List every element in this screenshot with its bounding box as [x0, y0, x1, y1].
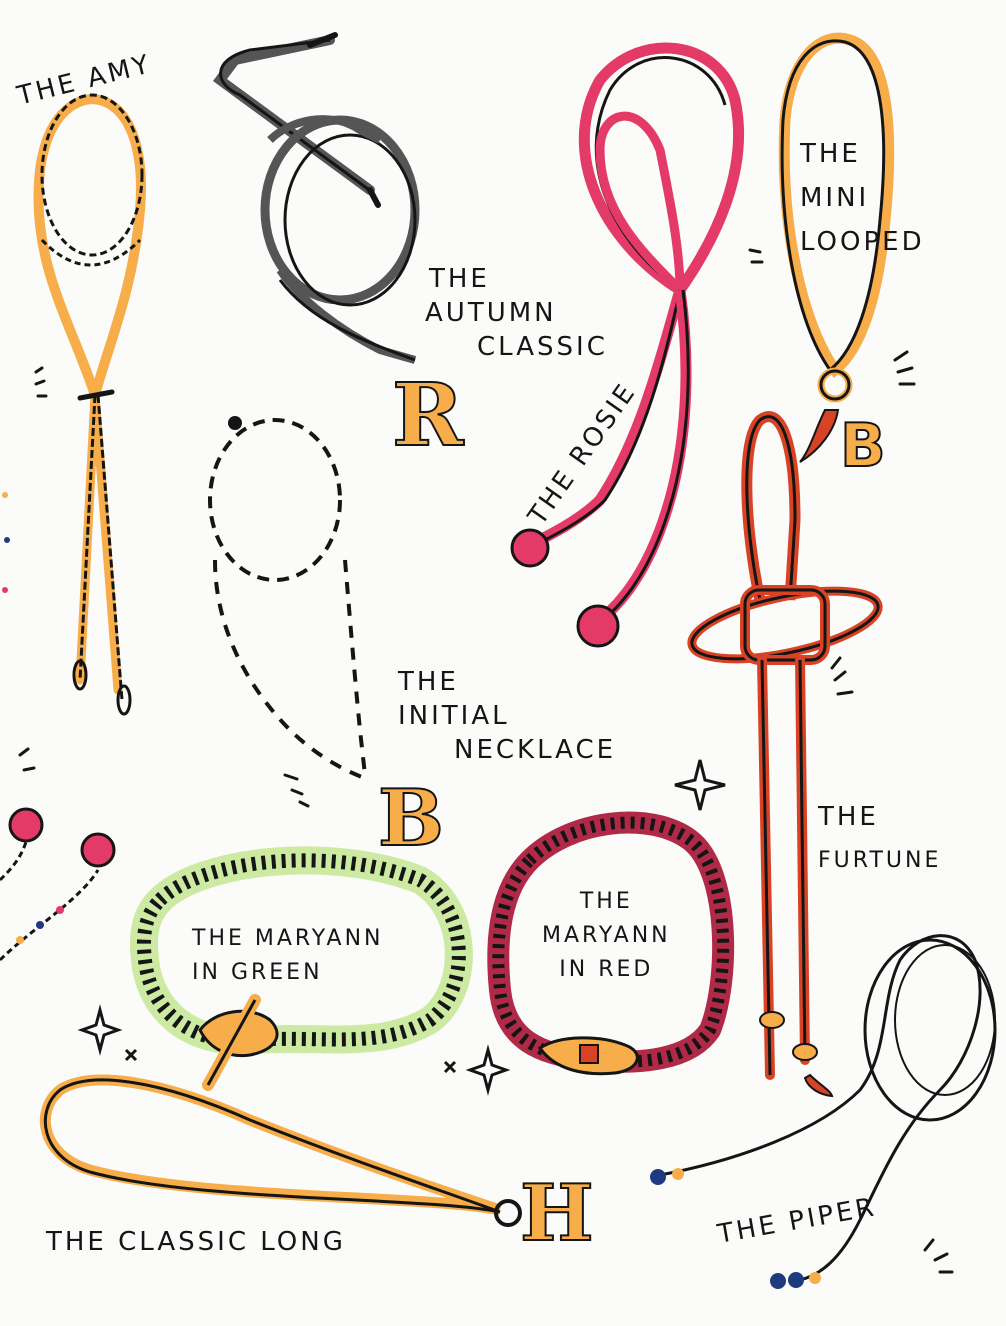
label-maryann-red: THE MARYANN IN RED — [542, 885, 671, 987]
label-fortune: THE FURTUNE — [818, 795, 941, 883]
classic-long-drawing: H — [39, 1074, 595, 1260]
label-green-line-2: IN GREEN — [192, 960, 323, 985]
label-autumn-line-3: CLASSIC — [477, 332, 608, 362]
label-red-line-1: THE — [579, 889, 633, 914]
initial-pendant-letter: B — [378, 773, 444, 864]
maryann-green-drawing — [77, 846, 473, 1091]
mini-looped-drawing: B — [748, 32, 916, 482]
label-red-line-3: IN RED — [559, 957, 654, 982]
label-mini-line-1: THE — [800, 139, 861, 169]
label-autumn-line-1: THE — [429, 264, 490, 294]
label-autumn-line-2: AUTUMN — [425, 298, 557, 328]
left-edge-partial-drawing — [0, 492, 116, 962]
piper-drawing — [650, 934, 997, 1289]
fortune-drawing — [674, 411, 883, 1098]
label-maryann-green: THE MARYANN IN GREEN — [192, 922, 383, 990]
label-mini-line-3: LOOPED — [800, 227, 925, 257]
label-mini-line-2: MINI — [800, 183, 870, 213]
label-initial-necklace: THE INITIAL NECKLACE — [398, 665, 616, 767]
label-initial-line-2: INITIAL — [398, 701, 510, 731]
maryann-red-drawing — [443, 811, 735, 1096]
label-classic-long-line-1: THE CLASSIC LONG — [46, 1227, 346, 1257]
label-initial-line-1: THE — [398, 667, 459, 697]
label-fortune-line-1: THE — [818, 802, 879, 832]
label-autumn-classic: THE AUTUMN CLASSIC — [425, 262, 608, 364]
rosie-drawing — [510, 42, 744, 648]
autumn-classic-drawing: R — [212, 32, 465, 467]
autumn-pendant-letter: R — [392, 365, 464, 466]
mini-pendant-letter: B — [840, 411, 886, 481]
amy-necklace-drawing — [33, 93, 146, 716]
label-fortune-line-2: FURTUNE — [818, 848, 942, 873]
initial-necklace-drawing: B — [208, 416, 445, 865]
label-red-line-2: MARYANN — [542, 923, 671, 948]
label-mini-looped: THE MINI LOOPED — [800, 132, 925, 264]
label-initial-line-3: NECKLACE — [454, 735, 617, 765]
classic-long-pendant-letter: H — [520, 1168, 594, 1259]
label-classic-long: THE CLASSIC LONG — [46, 1225, 346, 1259]
label-green-line-1: THE MARYANN — [192, 926, 384, 951]
